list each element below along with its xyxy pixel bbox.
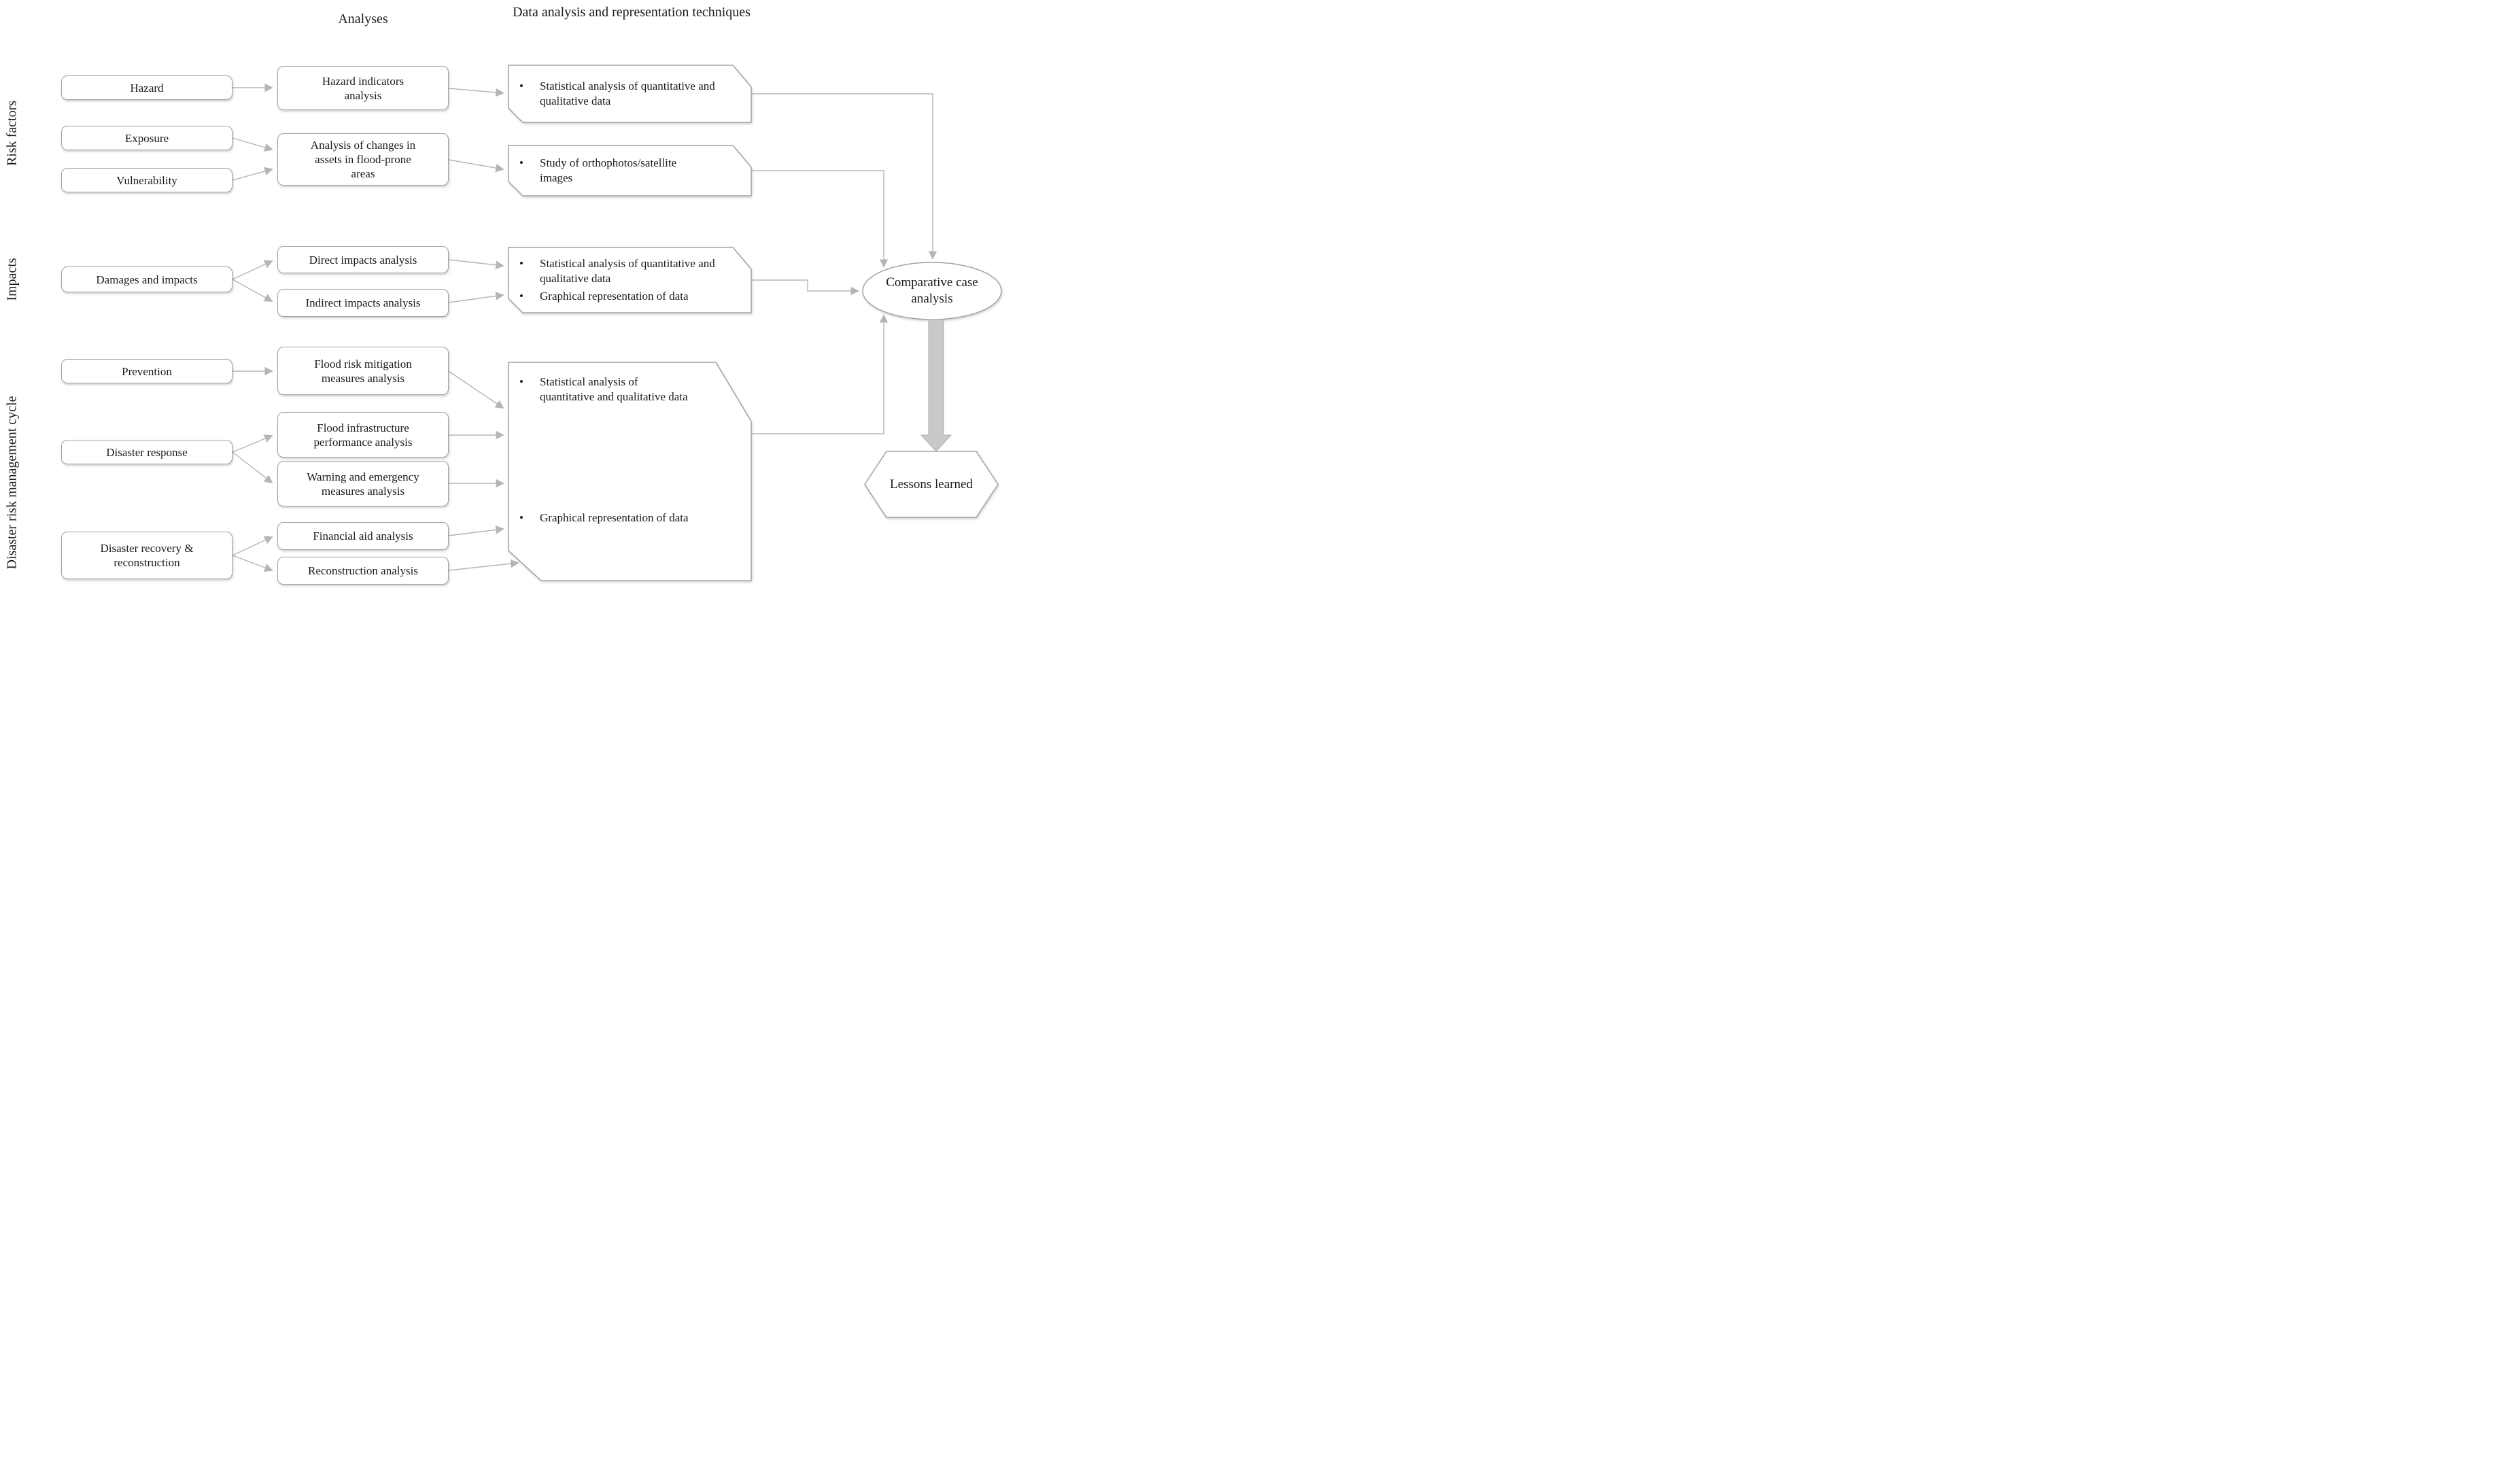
node-indirect-impacts-analysis: Indirect impacts analysis <box>277 289 449 317</box>
conn-vulnerability-to-changes <box>232 167 273 181</box>
node-technique-orthophotos: • Study of orthophotos/satellite images <box>509 145 751 196</box>
node-prevention: Prevention <box>61 359 232 383</box>
conn-financial-to-tech4 <box>448 525 504 536</box>
column-header-analyses: Analyses <box>338 12 388 27</box>
node-analysis-of-changes: Analysis of changes in assets in flood-p… <box>277 133 449 186</box>
bullet-item: • Study of orthophotos/satellite images <box>509 156 751 186</box>
technique-box-shapes <box>508 65 752 581</box>
conn-tech3-to-ellipse <box>751 279 859 296</box>
node-exposure: Exposure <box>61 126 232 150</box>
node-flood-risk-mitigation-analysis: Flood risk mitigation measures analysis <box>277 347 449 395</box>
bullet-item: • Graphical representation of data <box>509 511 751 525</box>
thick-down-arrow <box>920 319 952 452</box>
conn-exposure-to-changes <box>232 137 273 152</box>
node-lessons-learned: Lessons learned <box>890 477 973 491</box>
technique-box-1-shape <box>508 65 752 123</box>
conn-changes-to-tech2 <box>448 159 504 173</box>
node-disaster-recovery-reconstruction: Disaster recovery & reconstruction <box>61 532 232 579</box>
node-damages-and-impacts: Damages and impacts <box>61 266 232 292</box>
node-hazard: Hazard <box>61 75 232 100</box>
node-disaster-response: Disaster response <box>61 440 232 464</box>
row-group-label-risk-factors: Risk factors <box>4 100 20 167</box>
node-flood-infrastructure-performance-analysis: Flood infrastructure performance analysi… <box>277 412 449 458</box>
technique-box-4-shape <box>508 362 752 581</box>
connector-layer <box>232 65 1002 581</box>
bullet-item: • Graphical representation of data <box>509 289 751 304</box>
node-technique-statistical-graphical-large: • Statistical analysis of quantitative a… <box>509 362 751 581</box>
bullet-item: • Statistical analysis of quantitative a… <box>509 256 751 286</box>
conn-response-to-infrastructure <box>232 434 273 453</box>
bullet-label: Statistical analysis of quantitative and… <box>540 375 688 403</box>
row-group-label-impacts: Impacts <box>4 258 20 301</box>
node-hazard-indicators-analysis: Hazard indicators analysis <box>277 66 449 110</box>
node-technique-statistical-graphical: • Statistical analysis of quantitative a… <box>509 247 751 313</box>
technique-box-3-shape <box>508 247 752 313</box>
conn-damages-to-indirect <box>232 279 273 302</box>
flowchart-figure: Analyses Data analysis and representatio… <box>0 0 1006 593</box>
bullet-label: Statistical analysis of quantitative and… <box>540 257 715 285</box>
node-reconstruction-analysis: Reconstruction analysis <box>277 557 449 585</box>
node-comparative-case-analysis: Comparative case analysis <box>886 275 978 306</box>
node-technique-statistical-1: • Statistical analysis of quantitative a… <box>509 65 751 122</box>
conn-damages-to-direct <box>232 260 273 280</box>
conn-tech4-to-ellipse <box>751 314 889 434</box>
technique-box-2-shape <box>508 145 752 196</box>
conn-indicators-to-tech1 <box>448 88 504 97</box>
conn-tech1-to-ellipse <box>751 93 937 260</box>
row-group-label-drm-cycle: Disaster risk management cycle <box>4 396 20 570</box>
bullet-label: Graphical representation of data <box>540 511 689 524</box>
bullet-item: • Statistical analysis of quantitative a… <box>509 79 751 109</box>
conn-response-to-warning <box>232 451 273 484</box>
bullet-label: Study of orthophotos/satellite images <box>540 156 677 184</box>
conn-reconstruction-to-tech4 <box>448 559 519 571</box>
connectors <box>232 83 937 572</box>
bullet-icon: • <box>519 290 523 303</box>
bullet-icon: • <box>519 257 523 270</box>
column-header-techniques: Data analysis and representation techniq… <box>513 5 751 20</box>
conn-recovery-to-reconstruction <box>232 555 273 572</box>
bullet-icon: • <box>519 375 523 388</box>
bullet-label: Graphical representation of data <box>540 290 689 303</box>
conn-tech2-to-ellipse <box>751 170 889 268</box>
bullet-item: • Statistical analysis of quantitative a… <box>509 375 751 404</box>
bullet-icon: • <box>519 511 523 524</box>
conn-mitigation-to-tech4 <box>448 370 504 409</box>
lessons-hexagon-shape <box>864 451 999 518</box>
node-financial-aid-analysis: Financial aid analysis <box>277 522 449 550</box>
bullet-icon: • <box>519 156 523 169</box>
bullet-icon: • <box>519 80 523 92</box>
bullet-label: Statistical analysis of quantitative and… <box>540 80 715 107</box>
node-vulnerability: Vulnerability <box>61 168 232 192</box>
conn-recovery-to-financial <box>232 536 273 556</box>
node-direct-impacts-analysis: Direct impacts analysis <box>277 246 449 273</box>
conn-direct-to-tech3 <box>448 259 504 270</box>
conn-indirect-to-tech3 <box>448 292 504 303</box>
node-warning-emergency-measures-analysis: Warning and emergency measures analysis <box>277 461 449 506</box>
